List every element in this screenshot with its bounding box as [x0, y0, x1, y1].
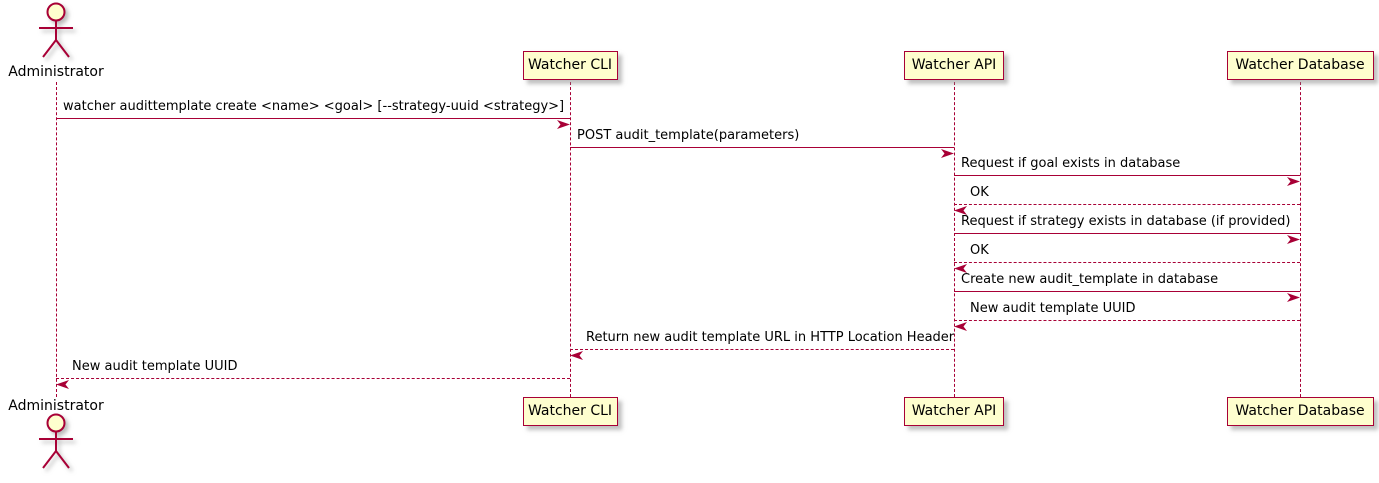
message-8-line	[954, 320, 1300, 321]
participant-watcher-api-bottom: Watcher API	[904, 397, 1004, 426]
actor-administrator	[36, 2, 76, 60]
arrowhead-icon	[941, 143, 954, 158]
arrowhead-icon	[1287, 229, 1300, 244]
participant-watcher-cli: Watcher CLI	[522, 51, 618, 80]
message-6-line	[954, 262, 1300, 263]
arrowhead-icon	[954, 200, 967, 215]
participant-watcher-api: Watcher API	[904, 51, 1004, 80]
message-9-label: Return new audit template URL in HTTP Lo…	[586, 330, 955, 345]
message-1-line	[56, 118, 570, 119]
message-3-line	[954, 175, 1300, 176]
actor-label-administrator-bottom: Administrator	[8, 398, 104, 414]
actor-label-administrator: Administrator	[8, 64, 104, 80]
actor-administrator-bottom	[36, 413, 76, 471]
message-10-label: New audit template UUID	[72, 359, 238, 374]
arrowhead-icon	[56, 374, 69, 389]
message-2-label: POST audit_template(parameters)	[577, 128, 800, 143]
lifeline-watcher-api	[953, 82, 955, 397]
lifeline-watcher-db	[1299, 82, 1301, 397]
arrowhead-icon	[1287, 171, 1300, 186]
arrowhead-icon	[954, 258, 967, 273]
message-5-line	[954, 233, 1300, 234]
lifeline-administrator	[55, 82, 57, 397]
message-9-line	[570, 349, 954, 350]
message-7-line	[954, 291, 1300, 292]
arrowhead-icon	[954, 316, 967, 331]
message-8-label: New audit template UUID	[970, 301, 1136, 316]
message-2-line	[570, 147, 954, 148]
participant-watcher-db: Watcher Database	[1226, 51, 1374, 80]
message-5-label: Request if strategy exists in database (…	[961, 214, 1291, 229]
message-7-label: Create new audit_template in database	[961, 272, 1219, 287]
arrowhead-icon	[570, 345, 583, 360]
message-10-line	[56, 378, 570, 379]
message-3-label: Request if goal exists in database	[961, 156, 1181, 171]
message-1-label: watcher audittemplate create <name> <goa…	[63, 99, 565, 114]
participant-watcher-cli-bottom: Watcher CLI	[522, 397, 618, 426]
message-4-label: OK	[970, 185, 989, 200]
lifeline-watcher-cli	[569, 82, 571, 397]
arrowhead-icon	[1287, 287, 1300, 302]
arrowhead-icon	[557, 114, 570, 129]
message-4-line	[954, 204, 1300, 205]
message-6-label: OK	[970, 243, 989, 258]
participant-watcher-db-bottom: Watcher Database	[1226, 397, 1374, 426]
